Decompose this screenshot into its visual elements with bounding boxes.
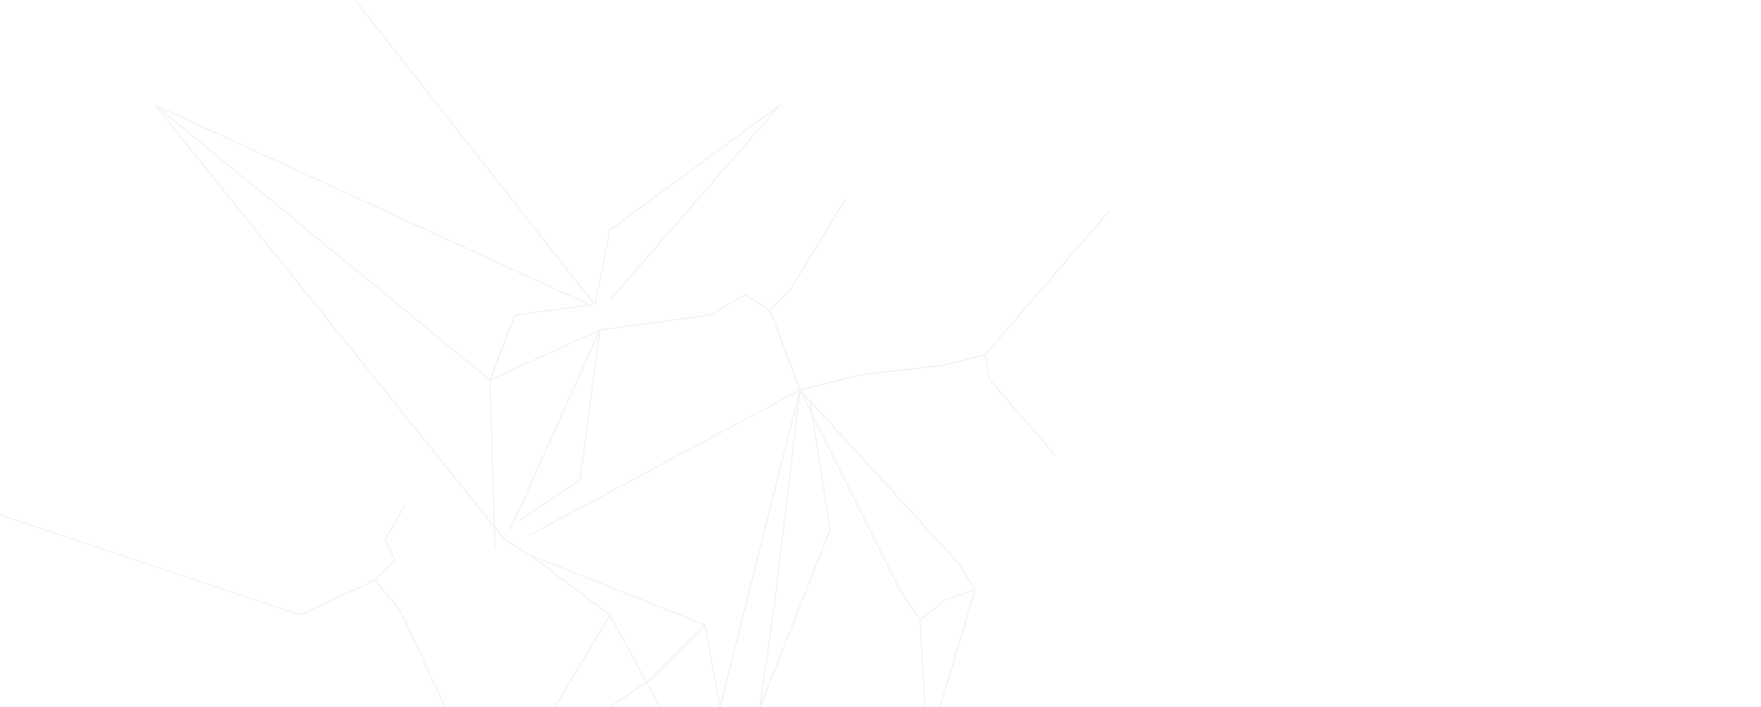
pattern-line (704, 624, 721, 707)
pattern-line (374, 579, 446, 707)
pattern-line (984, 354, 1056, 456)
pattern-line (154, 104, 506, 541)
pattern-line (759, 389, 801, 707)
pattern-line (939, 589, 976, 707)
pattern-line (919, 619, 926, 707)
pattern-line (609, 104, 781, 301)
pattern-line (799, 209, 1111, 391)
pattern-line (519, 329, 601, 521)
pattern-line (554, 614, 611, 707)
pattern-line (0, 504, 406, 616)
pattern-line (799, 389, 921, 621)
pattern-line (594, 104, 781, 306)
pattern-line (154, 104, 601, 381)
pattern-line (719, 389, 801, 707)
pattern-line (154, 104, 593, 551)
pattern-line (759, 399, 831, 707)
pattern-line (354, 0, 596, 306)
pattern-lines (0, 0, 1111, 707)
pattern-line (599, 199, 846, 331)
pattern-line (529, 554, 661, 707)
pattern-line (509, 329, 601, 531)
